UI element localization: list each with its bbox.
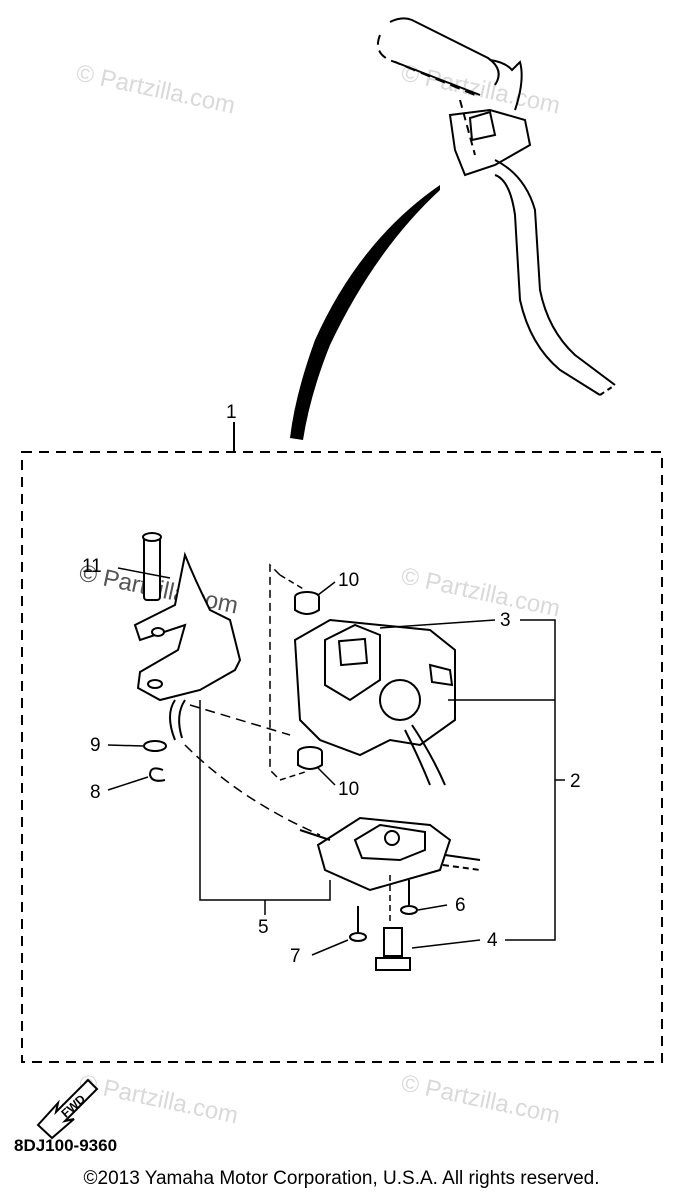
dash-guide bbox=[279, 574, 306, 591]
callout-10-top: 10 bbox=[338, 570, 359, 591]
watermark: © Partzilla.com bbox=[74, 59, 238, 119]
fwd-arrow-icon: FWD bbox=[36, 1078, 99, 1140]
throttle-cable bbox=[290, 185, 440, 440]
diagram-code: 8DJ100-9360 bbox=[14, 1136, 118, 1155]
callout-2: 2 bbox=[570, 771, 581, 792]
callout-1: 1 bbox=[226, 402, 237, 423]
wire-guide bbox=[184, 744, 321, 836]
watermark: © Partzilla.com bbox=[77, 1069, 241, 1129]
bracket-assembly bbox=[133, 532, 242, 741]
switch-cover bbox=[299, 816, 481, 892]
switch-housing bbox=[293, 618, 456, 786]
callout-numbers: 1 2 3 4 5 6 7 8 9 10 10 11 bbox=[82, 402, 581, 967]
wire-guide bbox=[189, 704, 291, 736]
callout-9: 9 bbox=[90, 735, 101, 756]
clip bbox=[148, 767, 166, 782]
callout-8: 8 bbox=[90, 782, 101, 803]
callout-3: 3 bbox=[500, 610, 511, 631]
screw-6 bbox=[400, 880, 418, 915]
bolt-4 bbox=[375, 927, 411, 971]
dash-guide bbox=[279, 771, 306, 781]
assembly-boundary bbox=[21, 451, 663, 1063]
callout-10-bottom: 10 bbox=[338, 779, 359, 800]
dash-guide bbox=[269, 563, 281, 781]
callout-7: 7 bbox=[290, 946, 301, 967]
callout-4: 4 bbox=[487, 930, 498, 951]
watermark: © Partzilla.com bbox=[399, 562, 563, 622]
handlebar bbox=[376, 17, 616, 396]
watermark: © Partzilla.com bbox=[399, 1069, 563, 1129]
callout-6: 6 bbox=[455, 895, 466, 916]
callout-5: 5 bbox=[258, 917, 269, 938]
washer bbox=[143, 740, 167, 752]
screw-7 bbox=[349, 906, 367, 942]
grommet-top bbox=[294, 591, 320, 615]
callout-11: 11 bbox=[82, 556, 102, 577]
grommet-bottom bbox=[297, 746, 323, 770]
copyright-notice: ©2013 Yamaha Motor Corporation, U.S.A. A… bbox=[83, 1168, 600, 1189]
leader-lines bbox=[107, 567, 565, 956]
